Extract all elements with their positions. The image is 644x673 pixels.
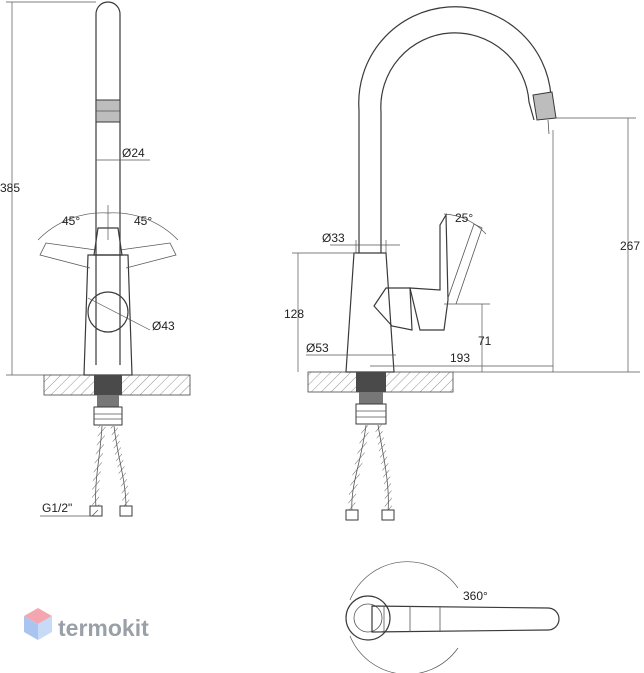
label-spout-height: 267 bbox=[620, 239, 640, 253]
label-base-diameter-front: Ø43 bbox=[152, 319, 175, 333]
cube-icon bbox=[24, 608, 52, 640]
label-lever-angle: 25° bbox=[455, 211, 473, 225]
label-rotation: 360° bbox=[463, 589, 488, 603]
label-body-diameter-top: Ø33 bbox=[322, 231, 345, 245]
top-view bbox=[345, 561, 560, 673]
label-connection: G1/2" bbox=[42, 501, 72, 515]
label-spout-diameter: Ø24 bbox=[122, 146, 145, 160]
label-height-total: 385 bbox=[0, 181, 20, 195]
label-body-height: 128 bbox=[284, 307, 304, 321]
label-angle-right: 45° bbox=[134, 214, 152, 228]
logo-text: termokit bbox=[58, 615, 149, 641]
label-reach: 193 bbox=[450, 351, 470, 365]
label-angle-left: 45° bbox=[62, 214, 80, 228]
label-body-diameter-bottom: Ø53 bbox=[306, 341, 329, 355]
dimension-labels: 385 Ø24 45° 45° Ø43 G1/2" Ø33 25° 267 12… bbox=[0, 146, 640, 603]
termokit-logo: termokit bbox=[24, 608, 149, 641]
label-lever-height: 71 bbox=[478, 334, 492, 348]
front-view bbox=[6, 1, 191, 517]
side-view bbox=[292, 6, 640, 521]
